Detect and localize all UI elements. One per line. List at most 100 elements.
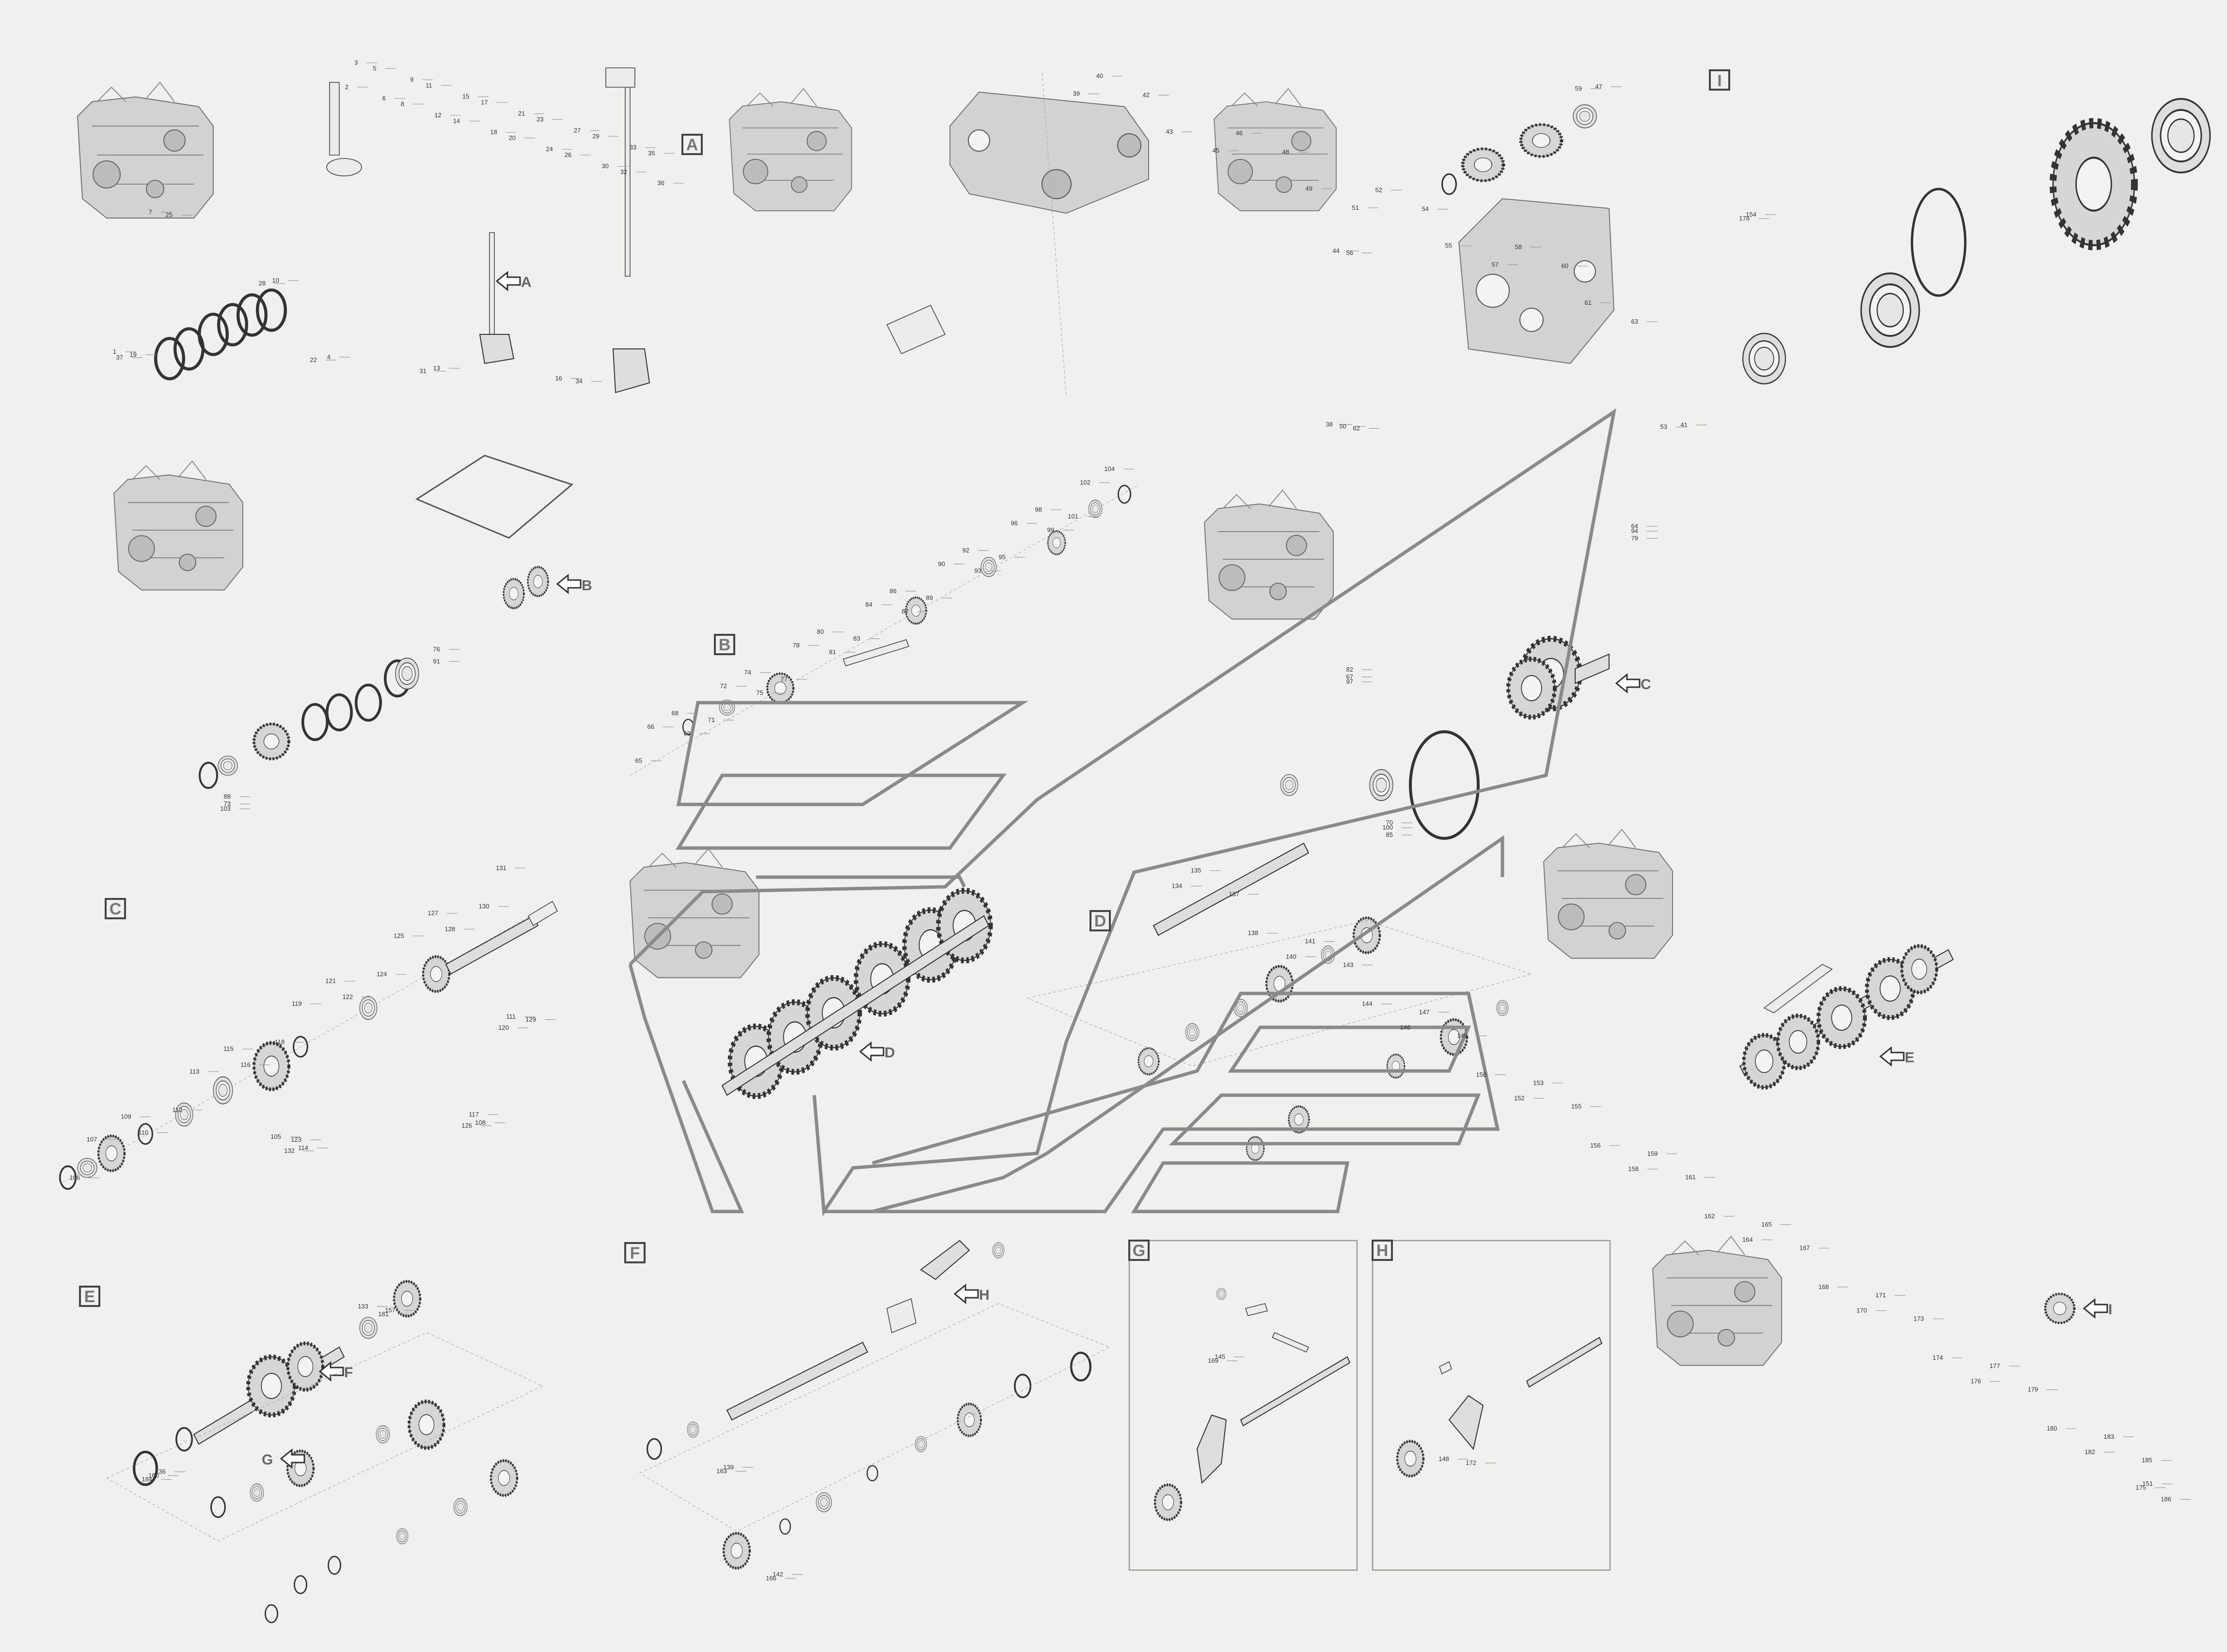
pointer-label-i: I xyxy=(2108,1302,2112,1318)
callout-number: 117 xyxy=(469,1111,479,1118)
callout-number: 12 xyxy=(434,111,441,119)
callout-number: 28 xyxy=(259,280,266,287)
svg-text:D: D xyxy=(1094,912,1106,930)
callout-number: 81 xyxy=(829,648,836,656)
callout-number: 66 xyxy=(648,723,654,730)
callout-number: 63 xyxy=(1631,318,1638,325)
callout-number: 13 xyxy=(433,364,440,372)
callout-number: 50 xyxy=(1340,423,1346,430)
callout-number: 90 xyxy=(938,560,945,567)
section-label-d: D xyxy=(1090,910,1111,931)
section-g-parts xyxy=(1155,1288,1351,1520)
pointer-label-f: F xyxy=(344,1365,353,1381)
callout-number: 177 xyxy=(1990,1362,2000,1369)
assembly-flow-outlines xyxy=(628,408,1616,1217)
callout-number: 170 xyxy=(1856,1307,1867,1314)
section-f-exploded xyxy=(639,1240,1111,1568)
callout-number: 134 xyxy=(1172,882,1183,889)
callout-number: 43 xyxy=(1166,128,1173,135)
callout-number: 140 xyxy=(1286,953,1296,960)
section-label-a: A xyxy=(681,134,703,155)
callout-number: 146 xyxy=(1400,1023,1410,1031)
callout-number: 15 xyxy=(462,93,469,100)
section-e-exploded xyxy=(106,1281,544,1623)
svg-text:B: B xyxy=(719,636,731,654)
callout-number: 47 xyxy=(1595,83,1602,90)
pointer-label-a: A xyxy=(521,274,532,290)
panel-h xyxy=(1372,1240,1611,1571)
callout-number: 183 xyxy=(2104,1433,2115,1440)
callout-number: 62 xyxy=(1353,425,1360,432)
callout-number: 61 xyxy=(1585,299,1592,306)
callout-number: 44 xyxy=(1333,247,1340,254)
callout-number: 186 xyxy=(2161,1495,2171,1503)
housing-thumb xyxy=(1204,489,1334,620)
callout-number: 125 xyxy=(394,932,404,939)
callout-number: 129 xyxy=(525,1016,536,1023)
callout-number: 115 xyxy=(223,1045,234,1053)
callout-number: 120 xyxy=(498,1024,509,1031)
callout-number: 162 xyxy=(1704,1212,1715,1220)
callout-number: 23 xyxy=(537,115,543,123)
callout-number: 171 xyxy=(1876,1291,1886,1299)
svg-text:C: C xyxy=(110,900,122,918)
callout-number: 65 xyxy=(635,757,642,764)
svg-text:G: G xyxy=(1133,1242,1145,1260)
callout-number: 153 xyxy=(1533,1079,1544,1086)
svg-text:E: E xyxy=(84,1288,95,1306)
callout-number: 182 xyxy=(2085,1448,2095,1456)
callout-number: 119 xyxy=(292,1000,302,1007)
pointer-label-b: B xyxy=(582,578,592,594)
callout-number: 156 xyxy=(1590,1142,1601,1149)
callout-number: 179 xyxy=(2028,1386,2038,1393)
callout-number: 92 xyxy=(963,547,969,554)
callout-number: 95 xyxy=(999,553,1006,561)
section-label-i: I xyxy=(1709,69,1730,91)
callout-number: 20 xyxy=(509,134,516,142)
section-c-assembly xyxy=(1280,639,1641,840)
housing-thumb xyxy=(1543,829,1673,959)
callout-number: 109 xyxy=(121,1113,131,1120)
callout-number: 159 xyxy=(1647,1150,1658,1157)
callout-number: 150 xyxy=(1476,1071,1486,1078)
callout-number: 25 xyxy=(166,211,173,219)
callout-number: 110 xyxy=(138,1129,148,1136)
callout-number: 137 xyxy=(1229,890,1239,897)
callout-number: 31 xyxy=(420,367,426,375)
callout-number: 79 xyxy=(1631,535,1638,542)
callout-number: 82 xyxy=(1346,666,1353,673)
callout-number: 6 xyxy=(382,94,386,102)
pointer-label-d: D xyxy=(884,1045,895,1061)
callout-number: 54 xyxy=(1422,205,1429,213)
callout-number: 52 xyxy=(1375,186,1382,193)
callout-number: 149 xyxy=(1457,1032,1468,1039)
callout-number: 158 xyxy=(1628,1165,1639,1172)
small-gear-i xyxy=(2045,1294,2108,1323)
callout-number: 93 xyxy=(975,567,981,574)
housing-thumb xyxy=(77,82,214,219)
section-b-shaft xyxy=(630,484,1139,776)
callout-number: 41 xyxy=(1681,421,1688,428)
callout-number: 165 xyxy=(1761,1221,1772,1228)
callout-number: 78 xyxy=(793,642,800,649)
shaft-assembly-top xyxy=(1441,104,1597,195)
callout-number: 1 xyxy=(113,348,116,355)
callout-number: 135 xyxy=(1191,867,1201,874)
callout-number: 55 xyxy=(1445,242,1452,249)
main-housing xyxy=(1458,198,1615,364)
callout-number: 99 xyxy=(1047,526,1054,534)
callout-number: 175 xyxy=(2135,1484,2146,1491)
callout-number: 123 xyxy=(291,1136,301,1143)
callout-number: 151 xyxy=(2142,1480,2153,1487)
housing-thumb xyxy=(1652,1236,1782,1366)
callout-number: 148 xyxy=(1438,1455,1449,1463)
callout-number: 163 xyxy=(716,1467,727,1475)
callout-number: 72 xyxy=(720,682,727,690)
section-label-f: F xyxy=(624,1242,646,1263)
callout-numbers: 1234567891011121314151617181920212223242… xyxy=(69,59,2191,1582)
svg-text:A: A xyxy=(686,136,698,154)
callout-number: 107 xyxy=(87,1135,97,1143)
section-label-c: C xyxy=(105,898,126,919)
callout-number: 77 xyxy=(781,676,788,683)
callout-number: 185 xyxy=(2142,1457,2152,1464)
